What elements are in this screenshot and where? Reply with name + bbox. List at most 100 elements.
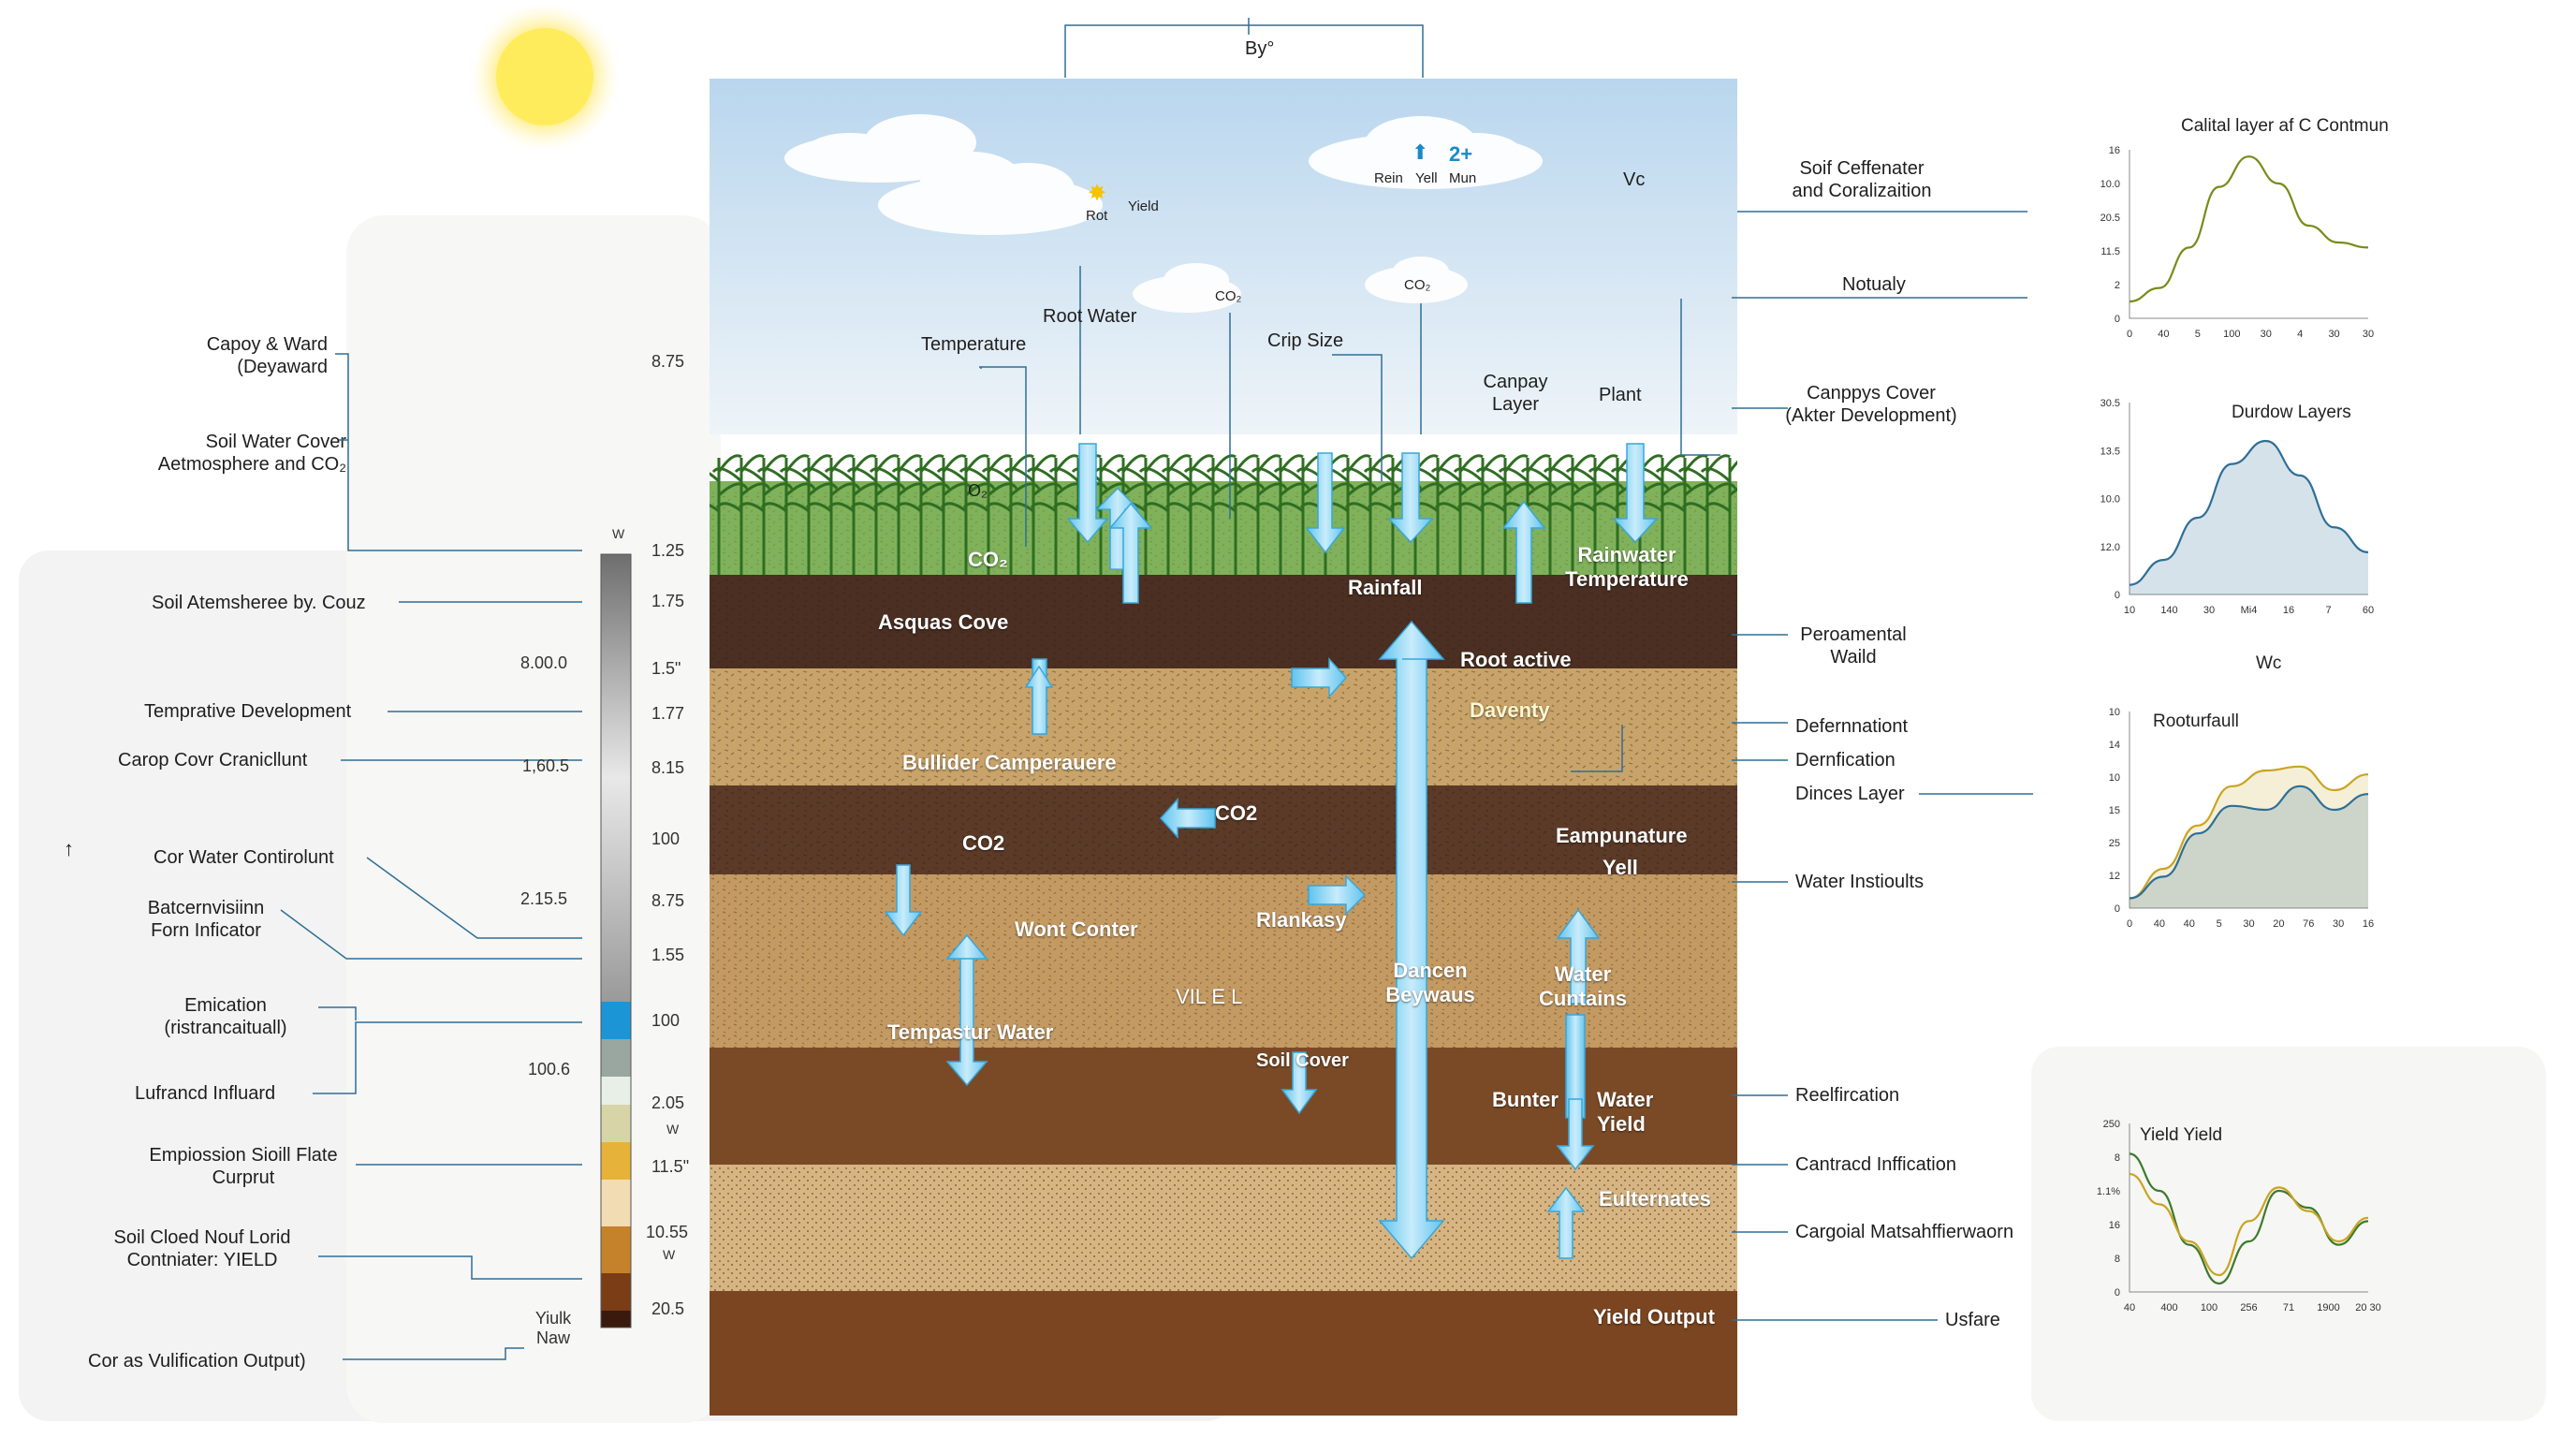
sky-label-vc: Vc [1623, 169, 1646, 190]
chart-xtick: 30 [2261, 329, 2272, 340]
left-label-12: Cor as Vulification Output) [88, 1351, 306, 1372]
chart-xtick: 16 [2283, 605, 2294, 616]
chart-xtick: 30 [2333, 918, 2344, 930]
scale-right-3: 1.77 [651, 704, 685, 723]
diagram-water-yield: Water Yield [1597, 1088, 1654, 1136]
diagram-eampunature: Eampunature [1556, 824, 1688, 847]
chart-xtick: 100 [2223, 329, 2240, 340]
crop-plant [936, 454, 996, 584]
scale-right-0: 1.25 [651, 541, 685, 560]
sky-label-root-water: Root Water [1043, 306, 1137, 327]
diagram-bullider: Bullider Camperauere [902, 751, 1117, 774]
right-label-6: Dernfication [1795, 750, 1895, 770]
right-label-3: Canppys Cover (Akter Development) [1785, 383, 1957, 426]
scale-left-4: 100.6 [528, 1060, 571, 1078]
chart-ytick: 16 [2109, 145, 2120, 156]
chart-3-header: Wc [2256, 653, 2282, 673]
scale-bar [600, 553, 632, 1328]
chart-series-line [2129, 1152, 2369, 1285]
diagram-co2-a: CO2 [1215, 801, 1258, 825]
crop-plant [1251, 454, 1310, 584]
sky-label-crip-size: Crip Size [1267, 330, 1344, 351]
diagram-wont-conter: Wont Conter [1015, 917, 1138, 941]
left-label-4: Temprative Development [144, 701, 352, 722]
scale-right-10: W [666, 1122, 680, 1137]
chart-1-title: Calital layer af C Contmun [2181, 116, 2389, 136]
chart-axis [2129, 403, 2368, 595]
chart-xtick: 20 [2273, 918, 2284, 930]
left-label-2: Soil Water Cover Aetmosphere and CO₂ [157, 432, 346, 475]
chart-axis [2129, 1123, 2368, 1293]
crop-plant [869, 454, 929, 584]
cloud-yell-label: Yell [1415, 170, 1438, 186]
up-arrow-small-icon: ↑ [64, 837, 74, 860]
chart-series-line [2129, 155, 2369, 303]
chart-4-title: Yield Yield [2140, 1125, 2223, 1145]
right-label-10: Cantracd Inffication [1795, 1154, 1956, 1175]
chart-xtick: 0 [2127, 329, 2132, 340]
diagram-co2-canopy: CO₂ [968, 548, 1008, 571]
chart-xtick: 4 [2297, 329, 2303, 340]
top-bracket [1064, 18, 1424, 78]
chart-xtick: 30 [2203, 605, 2215, 616]
cloud-yield-label: Yield [1128, 198, 1159, 214]
chart-ytick: 15 [2109, 805, 2120, 816]
cloud-co2-label-1: CO₂ [1215, 288, 1242, 304]
chart-ytick: 0 [2115, 1287, 2120, 1299]
scale-left-3: 2.15.5 [520, 889, 568, 908]
sky-label-canpay-layer: Canpay Layer [1483, 372, 1548, 415]
diagram-rlankasy: Rlankasy [1256, 908, 1347, 932]
chart-ytick: 11.5 [2100, 246, 2120, 257]
crop-plant [1026, 454, 1086, 584]
diagram-dancen-beywaus: Dancen Beywaus [1385, 959, 1475, 1006]
right-connectors [1732, 211, 2033, 1321]
chart-ytick: 12.0 [2100, 542, 2120, 553]
diagram-rainfall: Rainfall [1348, 576, 1423, 599]
left-label-1: Capoy & Ward (Deyaward [206, 334, 328, 377]
chart-xtick: 7 [2325, 605, 2331, 616]
chart-xtick: Mi4 [2241, 605, 2258, 616]
soil-diagram [710, 79, 1737, 1416]
scale-right-5: 100 [651, 829, 681, 848]
left-connectors [280, 353, 582, 1360]
cloud-mun-label: Mun [1449, 170, 1477, 186]
crop-plant [711, 454, 771, 584]
left-label-8: Emication (ristrancaituall) [164, 995, 287, 1038]
right-label-1: Soif Ceffenater and Coralizaition [1792, 158, 1932, 201]
cloud-co2-label-2: CO₂ [1404, 277, 1431, 293]
chart-3-title: Rooturfaull [2153, 712, 2239, 731]
scale-right-1: 1.75 [651, 592, 685, 610]
diagram-soil-cover: Soil Cover [1256, 1050, 1349, 1071]
chart-xtick: 76 [2303, 918, 2314, 930]
diagram-asquas-cove: Asquas Cove [878, 610, 1009, 634]
chart-xtick: 10 [2124, 605, 2135, 616]
crop-plant [734, 454, 794, 584]
chart-xtick: 256 [2240, 1302, 2257, 1313]
chart-axis [2129, 712, 2368, 909]
sky-label-o2: O₂ [968, 481, 988, 500]
chart-area [2130, 785, 2368, 908]
crop-plant [801, 454, 861, 584]
left-label-3: Soil Atemsheree by. Couz [152, 593, 366, 613]
diagram-yield-output: Yield Output [1593, 1305, 1715, 1328]
left-label-10: Empiossion Sioill Flate Curprut [149, 1145, 338, 1188]
diagram-bunter: Bunter [1492, 1088, 1559, 1111]
chart-ytick: 0 [2115, 314, 2120, 325]
diagram-water-cuntains: Water Cuntains [1538, 962, 1628, 1010]
crop-plant [1520, 454, 1580, 584]
diagram-vil-e-l: VIL E L [1176, 985, 1243, 1008]
chart-area [2130, 441, 2368, 594]
right-label-12: Usfare [1945, 1310, 2000, 1330]
scale-right-12: 10.55 [646, 1223, 689, 1241]
cloud-big-label: 2+ [1449, 142, 1473, 166]
scale-right-8: 100 [651, 1011, 681, 1030]
chart-xtick: 71 [2283, 1302, 2294, 1313]
crop-plant [779, 454, 839, 584]
crop-plant [981, 454, 1041, 584]
chart-xtick: 5 [2217, 918, 2222, 930]
chart-xtick: 400 [2160, 1302, 2177, 1313]
chart-xtick: 30 [2363, 329, 2374, 340]
crop-plant [1543, 454, 1603, 584]
chart-xtick: 5 [2195, 329, 2201, 340]
